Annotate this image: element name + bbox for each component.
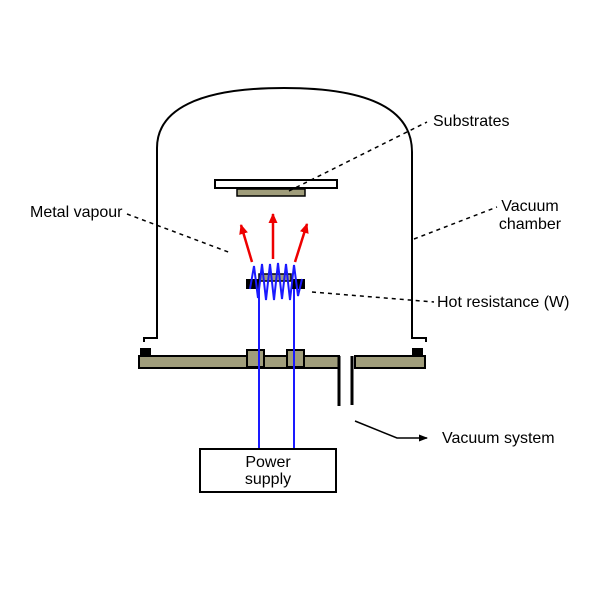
- vacuum-chamber-label: Vacuum chamber: [498, 198, 562, 233]
- substrate-holder: [214, 179, 338, 189]
- vacuum-chamber-outline: [143, 86, 427, 342]
- vacuum-system-arrow: [354, 420, 428, 442]
- electrode-clamp-left: [246, 279, 259, 289]
- evaporation-boat: [258, 273, 292, 282]
- filament-coil: [249, 262, 303, 301]
- power-supply-box: Power supply: [199, 448, 337, 493]
- chamber-gasket-left: [140, 348, 151, 355]
- power-supply-label: Power supply: [244, 453, 292, 488]
- hot-resistance-label: Hot resistance (W): [437, 294, 570, 311]
- feedthrough-right: [286, 349, 305, 368]
- metal-vapour-label: Metal vapour: [30, 204, 123, 221]
- feedthrough-left: [246, 349, 265, 368]
- chamber-gasket-right: [412, 348, 423, 355]
- vacuum-chamber-leader-line: [413, 206, 498, 240]
- substrates-label: Substrates: [433, 113, 510, 130]
- base-plate-right: [354, 355, 426, 369]
- substrates-leader-line: [288, 121, 428, 192]
- base-plate-left: [138, 355, 340, 369]
- substrate-plate: [236, 188, 306, 197]
- hot-resistance-leader-line: [311, 291, 435, 303]
- electrode-clamp-right: [292, 279, 305, 289]
- vapour-arrow-right: [293, 223, 309, 263]
- vacuum-system-label: Vacuum system: [442, 430, 555, 447]
- vapour-arrow-left: [239, 224, 254, 263]
- metal-vapour-leader-line: [126, 213, 232, 254]
